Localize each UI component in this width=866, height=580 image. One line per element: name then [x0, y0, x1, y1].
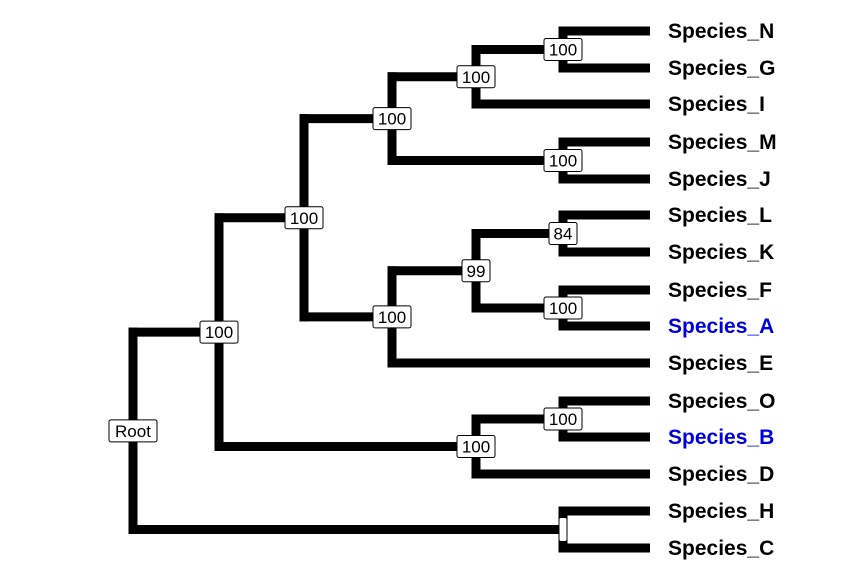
bootstrap-label: 100: [543, 296, 583, 320]
tip-label-species-i: Species_I: [668, 93, 765, 116]
bootstrap-label: 100: [372, 305, 412, 329]
tip-label-species-g: Species_G: [668, 57, 775, 80]
label-box: [543, 38, 583, 61]
label-box: [456, 435, 496, 458]
tip-label-species-m: Species_M: [668, 131, 777, 154]
label-box: [372, 107, 412, 131]
tip-label-species-d: Species_D: [668, 463, 774, 486]
bootstrap-label: 100: [372, 107, 412, 131]
label-box: [284, 206, 324, 230]
tip-label-species-k: Species_K: [668, 241, 774, 264]
bootstrap-label: 99: [461, 259, 491, 283]
tip-label-species-h: Species_H: [668, 500, 774, 523]
label-box: [372, 305, 412, 329]
tip-label-species-f: Species_F: [668, 279, 772, 302]
bootstrap-label: 100: [199, 320, 239, 344]
bootstrap-label: 100: [543, 38, 583, 61]
bootstrap-label: 100: [543, 407, 583, 431]
label-box: [199, 320, 239, 344]
label-box: [461, 259, 491, 283]
label-box: [456, 65, 496, 89]
label-text: 100: [378, 110, 406, 129]
label-box: [543, 296, 583, 320]
node-labels: Root 100 100 100 100 100 100 100 99 84 100 100 100: [108, 38, 583, 542]
bootstrap-label: 84: [548, 222, 578, 245]
tip-label-species-o: Species_O: [668, 390, 775, 413]
tip-label-species-n: Species_N: [668, 20, 774, 43]
label-text: 100: [462, 438, 490, 457]
label-text: 100: [549, 410, 577, 429]
label-text: 100: [290, 209, 318, 228]
tip-label-species-b: Species_B: [668, 426, 774, 449]
label-text: 100: [462, 68, 490, 87]
label-text: 84: [554, 225, 573, 244]
label-text: 100: [549, 152, 577, 171]
label-text: 100: [549, 299, 577, 318]
tip-label-species-e: Species_E: [668, 352, 773, 375]
tip-label-species-a: Species_A: [668, 315, 774, 338]
label-box: [543, 407, 583, 431]
label-text: 100: [378, 308, 406, 327]
root-label: Root: [108, 419, 158, 443]
bootstrap-label: 100: [456, 65, 496, 89]
bootstrap-label: [558, 517, 568, 542]
tip-label-species-c: Species_C: [668, 537, 774, 560]
bootstrap-label: 100: [543, 149, 583, 172]
bootstrap-label: 100: [284, 206, 324, 230]
label-text: 100: [549, 41, 577, 60]
empty-label-box: [558, 517, 568, 542]
label-box: [543, 149, 583, 172]
label-text: 100: [205, 323, 233, 342]
label-box: [108, 419, 158, 443]
tip-label-species-j: Species_J: [668, 168, 771, 191]
bootstrap-label: 100: [456, 435, 496, 458]
tree-branches: [128, 26, 650, 553]
tip-labels: Species_N Species_G Species_I Species_M Spec…: [668, 20, 777, 560]
label-text: 99: [467, 262, 486, 281]
label-text: Root: [115, 422, 151, 441]
label-box: [548, 222, 578, 245]
tip-label-species-l: Species_L: [668, 204, 772, 227]
